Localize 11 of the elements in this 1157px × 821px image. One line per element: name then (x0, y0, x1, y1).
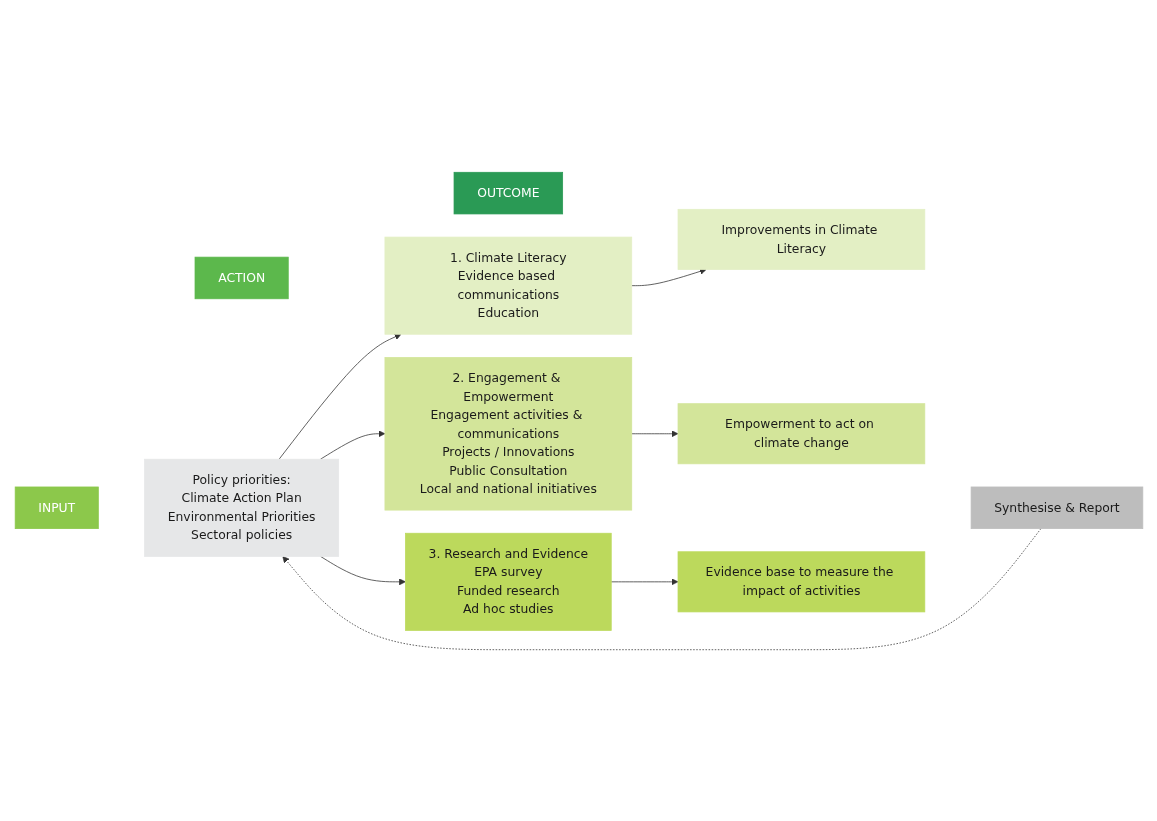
node-box: Improvements in Climate Literacy (677, 208, 925, 270)
node-box: Evidence base to measure the impact of activities (677, 550, 925, 612)
node-box: OUTCOME (453, 171, 563, 214)
node-box: 3. Research and Evidence EPA survey Funded research Ad hoc studies (404, 532, 612, 631)
node-box: ACTION (194, 256, 289, 299)
node-box: Synthesise & Report (970, 486, 1143, 529)
node-box: Empowerment to act on climate change (677, 402, 925, 464)
node-box: INPUT (14, 486, 99, 529)
node-box: Policy priorities: Climate Action Plan Environmental Priorities Sectoral policies (143, 458, 339, 557)
node-box: 1. Climate Literacy Evidence based communications Education (384, 236, 632, 335)
node-box: 2. Engagement & Empowerment Engagement activities & communications Projects / Innovations Public Consultation Local and national initiatives (384, 356, 632, 510)
